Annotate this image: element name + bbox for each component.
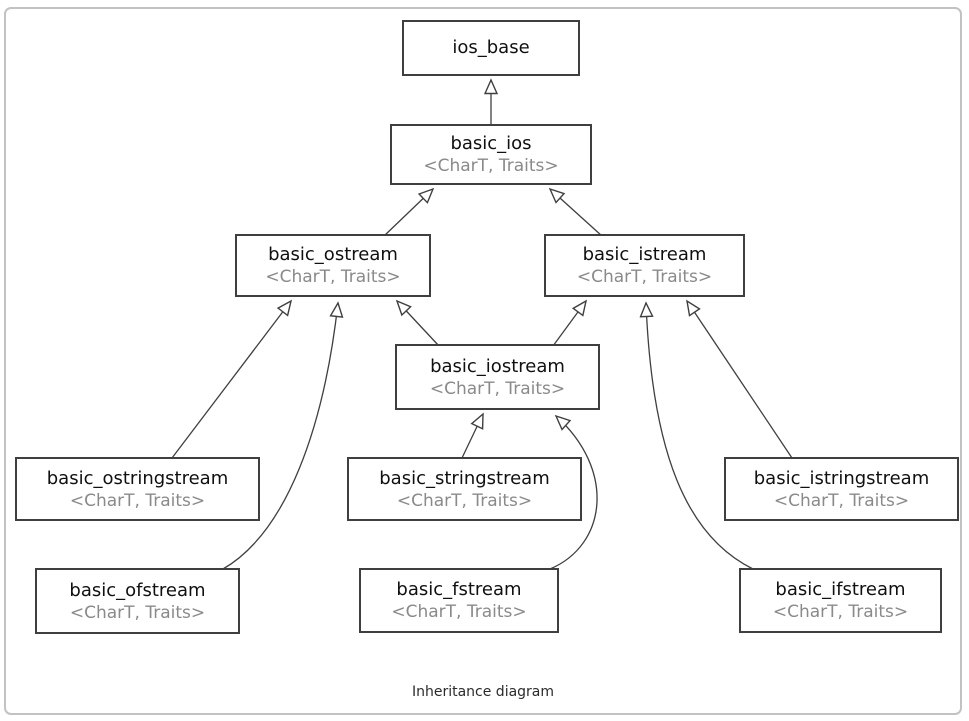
class-node-basic_iostream[interactable]: basic_iostream <CharT, Traits> <box>395 344 600 410</box>
arrow-basic_istream-to-basic_ios <box>548 187 603 237</box>
class-node-basic_istringstream[interactable]: basic_istringstream <CharT, Traits> <box>724 457 959 521</box>
class-name: ios_base <box>452 37 530 58</box>
arrow-basic_iostream-to-basic_ostream <box>395 299 440 347</box>
template-params: <CharT, Traits> <box>423 156 559 176</box>
class-node-ios_base[interactable]: ios_base <box>402 20 580 76</box>
template-params: <CharT, Traits> <box>773 490 910 511</box>
arrow-basic_ostringstream-to-basic_ostream <box>171 299 293 459</box>
class-name: basic_istringstream <box>753 467 930 489</box>
class-name: basic_ostream <box>268 244 398 265</box>
class-node-basic_fstream[interactable]: basic_fstream <CharT, Traits> <box>359 568 559 633</box>
template-params: <CharT, Traits> <box>576 267 713 287</box>
class-name: basic_ostringstream <box>46 467 229 489</box>
arrow-basic_istringstream-to-basic_istream <box>686 299 793 459</box>
class-node-basic_ostringstream[interactable]: basic_ostringstream <CharT, Traits> <box>15 457 260 521</box>
template-params: <CharT, Traits> <box>265 267 401 287</box>
class-name: basic_stringstream <box>379 467 550 489</box>
arrow-basic_stringstream-to-basic_iostream <box>461 412 484 459</box>
class-node-basic_istream[interactable]: basic_istream <CharT, Traits> <box>544 234 745 297</box>
template-params: <CharT, Traits> <box>391 602 527 622</box>
class-name: basic_istream <box>582 244 707 265</box>
class-name: basic_ifstream <box>775 579 906 600</box>
arrow-basic_ofstream-to-basic_ostream <box>222 301 344 570</box>
class-node-basic_ostream[interactable]: basic_ostream <CharT, Traits> <box>235 234 431 297</box>
template-params: <CharT, Traits> <box>772 602 909 622</box>
class-name: basic_ios <box>450 133 532 154</box>
class-node-basic_ifstream[interactable]: basic_ifstream <CharT, Traits> <box>739 568 942 633</box>
class-node-basic_ios[interactable]: basic_ios <CharT, Traits> <box>390 124 592 185</box>
template-params: <CharT, Traits> <box>69 490 206 511</box>
arrow-basic_ostream-to-basic_ios <box>383 187 435 237</box>
template-params: <CharT, Traits> <box>396 490 533 511</box>
class-name: basic_iostream <box>430 355 565 377</box>
class-name: basic_fstream <box>396 579 522 600</box>
template-params: <CharT, Traits> <box>69 602 206 623</box>
arrow-basic_ifstream-to-basic_istream <box>639 301 754 570</box>
class-name: basic_ofstream <box>69 579 206 601</box>
template-params: <CharT, Traits> <box>429 378 566 399</box>
arrow-basic_iostream-to-basic_istream <box>552 299 588 347</box>
class-node-basic_ofstream[interactable]: basic_ofstream <CharT, Traits> <box>35 568 240 634</box>
class-node-basic_stringstream[interactable]: basic_stringstream <CharT, Traits> <box>347 457 582 521</box>
diagram-caption: Inheritance diagram <box>411 684 555 700</box>
inheritance-diagram: ios_base basic_ios <CharT, Traits> basic… <box>4 7 962 715</box>
